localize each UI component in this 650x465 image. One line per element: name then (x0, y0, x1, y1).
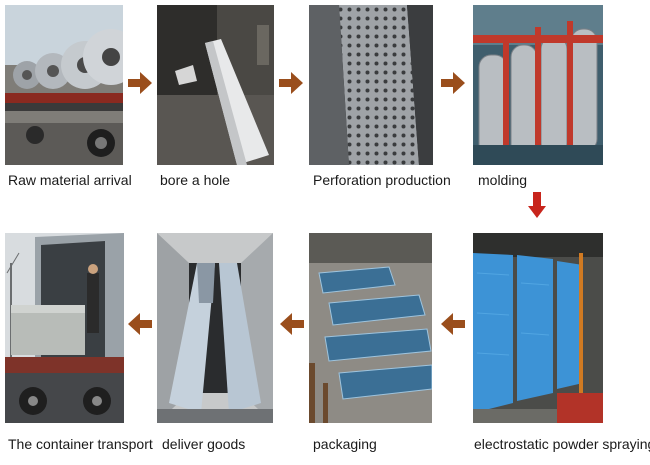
arrow-left-icon (441, 313, 465, 335)
roll-forming-machine-photo (473, 5, 603, 165)
arrow-left-icon (280, 313, 304, 335)
steel-sheet-photo (157, 5, 274, 165)
step-label-deliver-goods: deliver goods (162, 436, 246, 452)
container-loading-photo (157, 233, 273, 423)
step-label-raw-material-arrival: Raw material arrival (8, 172, 132, 188)
arrow-right-icon (441, 72, 465, 94)
coil-trucks-photo (5, 5, 123, 165)
step-label-molding: molding (478, 172, 528, 188)
arrow-right-icon (279, 72, 303, 94)
step-label-bore-a-hole: bore a hole (160, 172, 231, 188)
step-label-packaging: packaging (313, 436, 377, 452)
perforated-plate-photo (309, 5, 433, 165)
step-label-the-container-transport: The container transport (8, 436, 153, 452)
arrow-down-icon (528, 192, 546, 218)
wrapped-bundles-photo (309, 233, 432, 423)
arrow-right-icon (128, 72, 152, 94)
blue-panels-photo (473, 233, 603, 423)
step-label-perforation-production: Perforation production (313, 172, 451, 188)
container-truck-photo (5, 233, 124, 423)
arrow-left-icon (128, 313, 152, 335)
step-label-electrostatic-powder-spraying: electrostatic powder spraying (474, 436, 650, 452)
